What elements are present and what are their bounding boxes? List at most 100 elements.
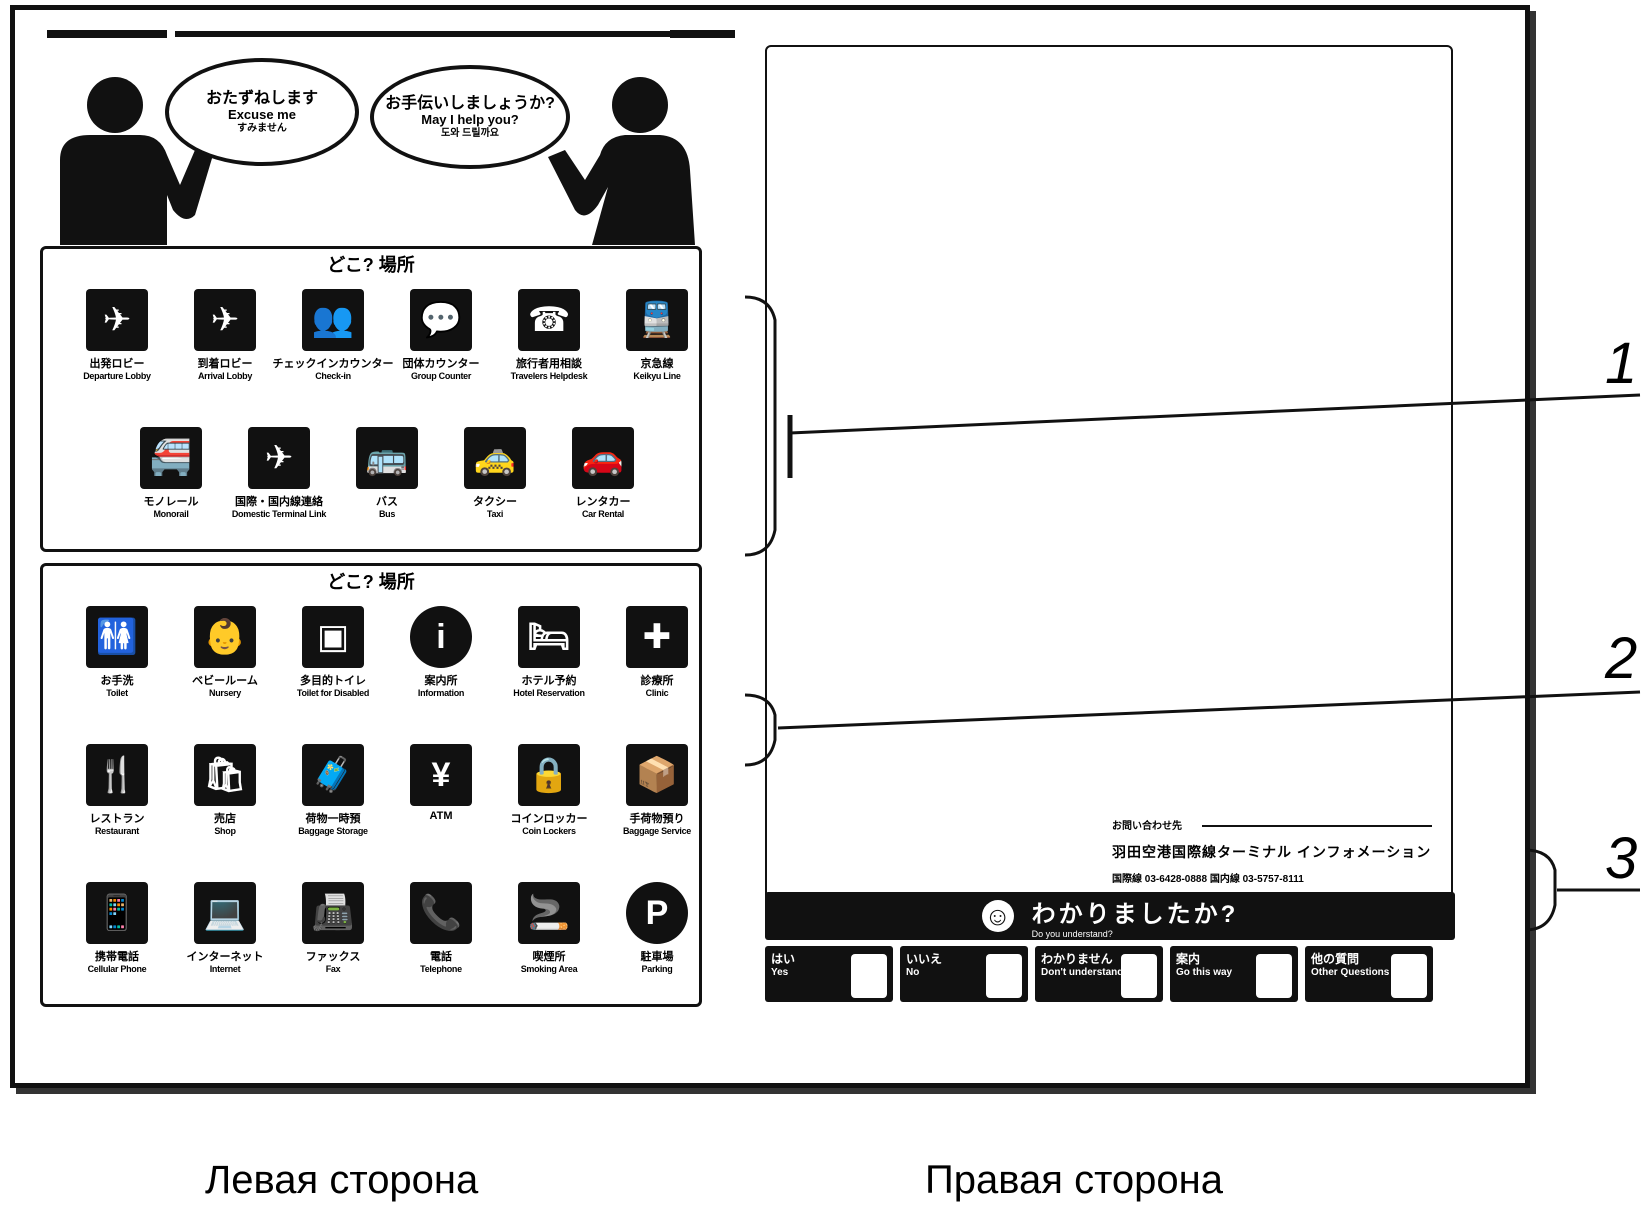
baby-room-icon: 👶 xyxy=(194,606,256,668)
parking-icon: P xyxy=(626,882,688,944)
monorail-icon: 🚝 xyxy=(140,427,202,489)
icon-label-jp: 出発ロビー xyxy=(89,358,145,370)
bus-icon: 🚌 xyxy=(356,427,418,489)
icon-label-en: Clinic xyxy=(645,688,669,698)
icon-label-en: Baggage Service xyxy=(622,826,692,836)
icon-label-en: Shop xyxy=(214,826,236,836)
contact-name: 羽田空港国際線ターミナル インフォメーション xyxy=(1112,844,1432,860)
callout-number: 2 xyxy=(1605,626,1638,691)
icon-label-jp: 診療所 xyxy=(640,675,674,687)
panel-title: どこ? 場所 xyxy=(327,255,415,275)
contact-label: お問い合わせ先 xyxy=(1112,821,1182,832)
smiley-icon: ☺ xyxy=(981,900,1014,932)
icon-label-jp: 駐車場 xyxy=(640,951,674,963)
speech-bubble-right: お手伝いしましょうか? May I help you? 도와 드릴까요 xyxy=(370,65,570,169)
icon-label-en: Monorail xyxy=(153,509,189,519)
gesture-figure-icon xyxy=(986,954,1022,998)
answer-button-en: Other Questions xyxy=(1311,967,1390,978)
internet-icon: 💻 xyxy=(194,882,256,944)
icon-label-jp: 喫煙所 xyxy=(532,951,566,963)
arrival-plane-icon: ✈ xyxy=(194,289,256,351)
icon-label-en: Coin Lockers xyxy=(522,826,576,836)
icon-label-en: Restaurant xyxy=(94,826,139,836)
top-rule xyxy=(47,30,167,38)
icon-label-jp: レンタカー xyxy=(575,496,631,508)
icon-label-jp: 電話 xyxy=(430,951,452,963)
answer-button-en: Don't understand xyxy=(1041,967,1124,978)
icon-label-jp: ATM xyxy=(429,810,453,822)
icon-label-jp: 多目的トイレ xyxy=(300,675,366,687)
icon-label-en: Keikyu Line xyxy=(633,371,681,381)
atm-icon: ¥ xyxy=(410,744,472,806)
icon-label-en: Travelers Helpdesk xyxy=(510,371,588,381)
icon-label-en: Check-in xyxy=(315,371,351,381)
icon-cell[interactable]: ¥ ATM xyxy=(387,744,495,822)
bubble-sub-text: 도와 드릴까요 xyxy=(441,127,499,139)
icon-label-jp: 手荷物預り xyxy=(629,813,685,825)
top-rule xyxy=(670,30,735,38)
rental-car-icon: 🚗 xyxy=(572,427,634,489)
travelers-help-icon: ☎ xyxy=(518,289,580,351)
icon-label-en: Hotel Reservation xyxy=(513,688,585,698)
toilet-icon: 🚻 xyxy=(86,606,148,668)
icon-label-jp: 京急線 xyxy=(640,358,674,370)
icon-label-jp: レストラン xyxy=(89,813,145,825)
icon-label-jp: チェックインカウンター xyxy=(272,358,394,370)
gesture-figure-icon xyxy=(1391,954,1427,998)
contact-info: お問い合わせ先 羽田空港国際線ターミナル インフォメーション 国際線 03-64… xyxy=(1112,817,1432,885)
contact-rule xyxy=(1202,825,1432,827)
icon-label-jp: タクシー xyxy=(473,496,517,508)
top-rule xyxy=(175,31,695,37)
icon-label-en: Group Counter xyxy=(410,371,472,381)
icon-label-en: Domestic Terminal Link xyxy=(231,509,327,519)
railway-icon: 🚆 xyxy=(626,289,688,351)
bubble-jp-text: お手伝いしましょうか? xyxy=(385,94,555,112)
icon-label-jp: 旅行者用相談 xyxy=(516,358,582,370)
icon-label-en: Internet xyxy=(209,964,241,974)
icon-label-en: Smoking Area xyxy=(520,964,578,974)
speech-bubble-left: おたずねします Excuse me すみません xyxy=(165,58,359,166)
group-counter-icon: 💬 xyxy=(410,289,472,351)
icon-label-jp: お手洗 xyxy=(100,675,134,687)
answer-button-en: No xyxy=(906,967,920,978)
callout-number: 1 xyxy=(1605,331,1638,396)
traveler-figure-icon xyxy=(60,77,213,245)
icon-label-en: Toilet xyxy=(106,688,128,698)
answer-button-en: Yes xyxy=(771,967,789,978)
bubble-en-text: May I help you? xyxy=(421,111,519,127)
